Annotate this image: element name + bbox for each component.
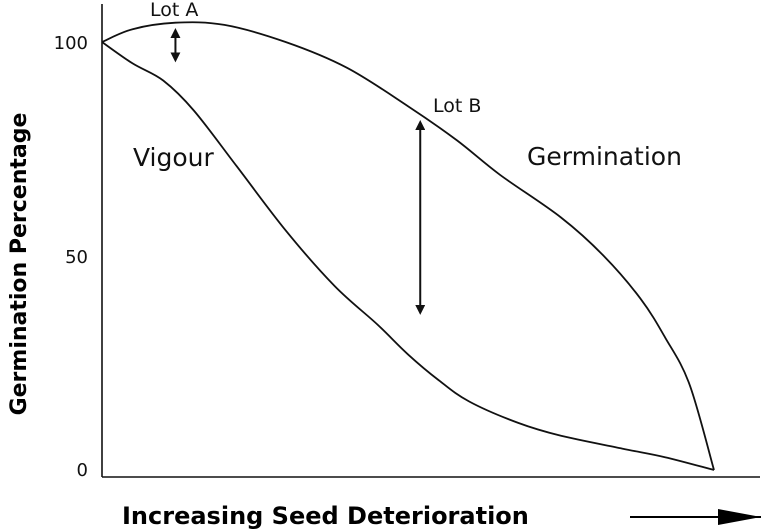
y-tick-label-50: 50 xyxy=(65,247,88,268)
y-tick-label-100: 100 xyxy=(54,33,88,54)
lot-a-label: Lot A xyxy=(150,0,198,21)
vigour-label: Vigour xyxy=(133,143,215,172)
germination-curve xyxy=(101,21,715,471)
x-axis-direction-arrowhead xyxy=(718,509,761,525)
vigour-curve xyxy=(101,41,715,471)
y-tick-label-0: 0 xyxy=(77,460,88,481)
lot-b-label: Lot B xyxy=(433,95,481,117)
x-axis-title: Increasing Seed Deterioration xyxy=(122,502,529,530)
y-axis-title: Germination Percentage xyxy=(7,113,32,416)
germination-label: Germination xyxy=(527,142,682,171)
